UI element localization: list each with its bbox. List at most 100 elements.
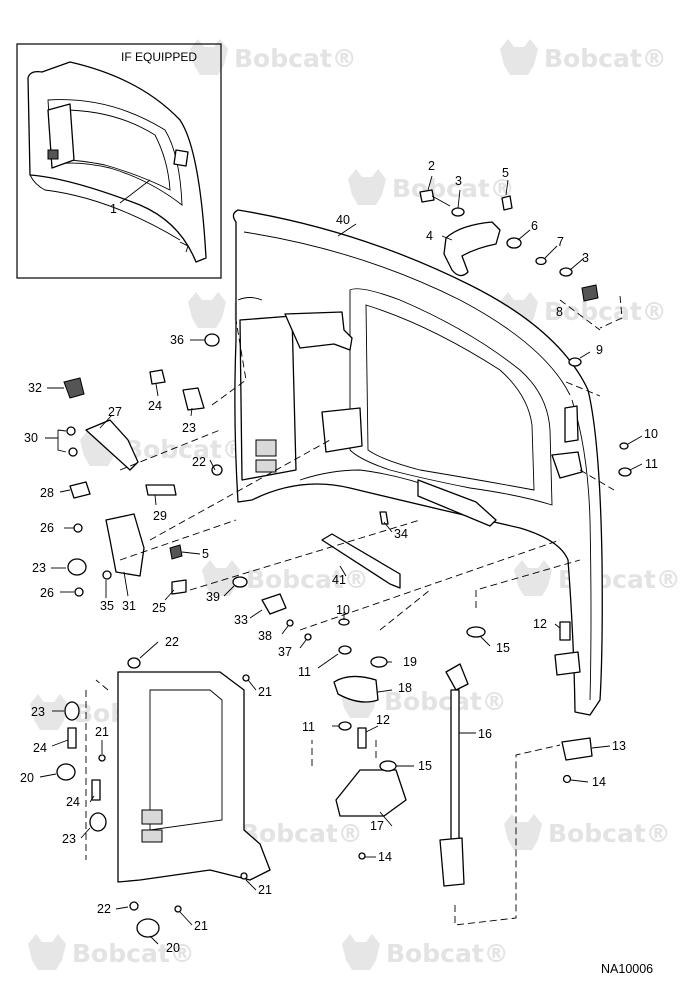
- callout-7: 7: [557, 235, 564, 249]
- reference-lines: [85, 295, 623, 926]
- callout-5: 5: [202, 547, 209, 561]
- callout-38: 38: [258, 629, 272, 643]
- bobcat-watermark-layer: Bobcat® Bobcat® Bobcat® Bobcat® Bobcat® Bobca…: [28, 39, 681, 970]
- callout-21: 21: [258, 883, 272, 897]
- bobcat-watermark-text: Bobcat®: [544, 297, 667, 326]
- callout-27: 27: [108, 405, 122, 419]
- callout-6: 6: [531, 219, 538, 233]
- callout-21: 21: [258, 685, 272, 699]
- callout-22: 22: [165, 635, 179, 649]
- bobcat-watermark: Bobcat®: [202, 560, 369, 596]
- callout-21: 21: [95, 725, 109, 739]
- bobcat-watermark-text: Bobcat®: [544, 44, 667, 73]
- callout-41: 41: [332, 573, 346, 587]
- bobcat-logo-icon: [28, 934, 66, 970]
- callout-12: 12: [376, 713, 390, 727]
- callout-39: 39: [206, 590, 220, 604]
- callout-2: 2: [428, 159, 435, 173]
- callout-15: 15: [418, 759, 432, 773]
- callout-40: 40: [336, 213, 350, 227]
- bobcat-logo-icon: [514, 560, 552, 596]
- callout-18: 18: [398, 681, 412, 695]
- bobcat-watermark-text: Bobcat®: [548, 819, 671, 848]
- left-side-panel: [56, 657, 271, 938]
- inset-if-equipped: IF EQUIPPED 1: [16, 43, 222, 279]
- callout-25: 25: [152, 601, 166, 615]
- bobcat-watermark: Bobcat®: [348, 169, 515, 205]
- bobcat-watermark: Bobcat®: [500, 292, 667, 328]
- bobcat-watermark: Bobcat®: [28, 934, 195, 970]
- callout-10: 10: [644, 427, 658, 441]
- bobcat-watermark: Bobcat®: [190, 39, 357, 75]
- callout-20: 20: [20, 771, 34, 785]
- callout-3: 3: [455, 174, 462, 188]
- callout-37: 37: [278, 645, 292, 659]
- callout-14: 14: [592, 775, 606, 789]
- latch-hardware-top: [419, 189, 632, 477]
- bobcat-watermark-text: Bobcat®: [72, 939, 195, 968]
- callout-24: 24: [66, 795, 80, 809]
- callout-23: 23: [182, 421, 196, 435]
- callout-3: 3: [582, 251, 589, 265]
- drawing-code: NA10006: [601, 962, 653, 976]
- inset-label: 1: [110, 202, 117, 216]
- callout-24: 24: [33, 741, 47, 755]
- callout-11: 11: [645, 457, 658, 471]
- bobcat-watermark-text: Bobcat®: [386, 939, 509, 968]
- callout-31: 31: [122, 599, 136, 613]
- left-hardware: [63, 333, 497, 641]
- bobcat-watermark: Bobcat®: [342, 934, 509, 970]
- callout-29: 29: [153, 509, 167, 523]
- bobcat-logo-icon: [188, 292, 226, 328]
- bobcat-logo-icon: [190, 39, 228, 75]
- callout-19: 19: [403, 655, 417, 669]
- callout-33: 33: [234, 613, 248, 627]
- bobcat-logo-icon: [202, 560, 240, 596]
- callout-22: 22: [192, 455, 206, 469]
- callout-8: 8: [556, 305, 563, 319]
- callout-12: 12: [533, 617, 547, 631]
- callout-28: 28: [40, 486, 54, 500]
- callout-5: 5: [502, 166, 509, 180]
- bobcat-watermark-text: Bobcat®: [384, 687, 507, 716]
- callout-35: 35: [100, 599, 114, 613]
- callout-24: 24: [148, 399, 162, 413]
- callout-11: 11: [298, 665, 311, 679]
- bobcat-logo-icon: [348, 169, 386, 205]
- callout-23: 23: [31, 705, 45, 719]
- callout-13: 13: [612, 739, 626, 753]
- bobcat-logo-icon: [504, 814, 542, 850]
- callout-17: 17: [370, 819, 384, 833]
- leader-lines: [39, 175, 643, 945]
- callout-21: 21: [194, 919, 208, 933]
- strut-hardware: [333, 618, 593, 887]
- bobcat-watermark-text: Bobcat®: [240, 819, 363, 848]
- bobcat-watermark: Bobcat®: [504, 814, 671, 850]
- bobcat-watermark-text: Bobcat®: [124, 435, 247, 464]
- callout-26: 26: [40, 521, 54, 535]
- bobcat-logo-icon: [500, 39, 538, 75]
- bobcat-watermark-text: Bobcat®: [392, 174, 515, 203]
- callout-36: 36: [170, 333, 184, 347]
- callout-20: 20: [166, 941, 180, 955]
- callout-16: 16: [478, 727, 492, 741]
- callout-15: 15: [496, 641, 510, 655]
- bobcat-watermark-text: Bobcat®: [234, 44, 357, 73]
- callout-4: 4: [426, 229, 433, 243]
- bobcat-watermark: Bobcat®: [500, 39, 667, 75]
- callout-22: 22: [97, 902, 111, 916]
- callout-14: 14: [378, 850, 392, 864]
- bobcat-watermark-text: Bobcat®: [246, 565, 369, 594]
- callout-23: 23: [32, 561, 46, 575]
- callout-11: 11: [302, 720, 315, 734]
- bobcat-logo-icon: [342, 934, 380, 970]
- inset-title: IF EQUIPPED: [121, 50, 197, 64]
- callout-32: 32: [28, 381, 42, 395]
- callout-26: 26: [40, 586, 54, 600]
- hood-assembly: [232, 209, 603, 716]
- callout-30: 30: [24, 431, 38, 445]
- callout-23: 23: [62, 832, 76, 846]
- callout-10: 10: [336, 603, 350, 617]
